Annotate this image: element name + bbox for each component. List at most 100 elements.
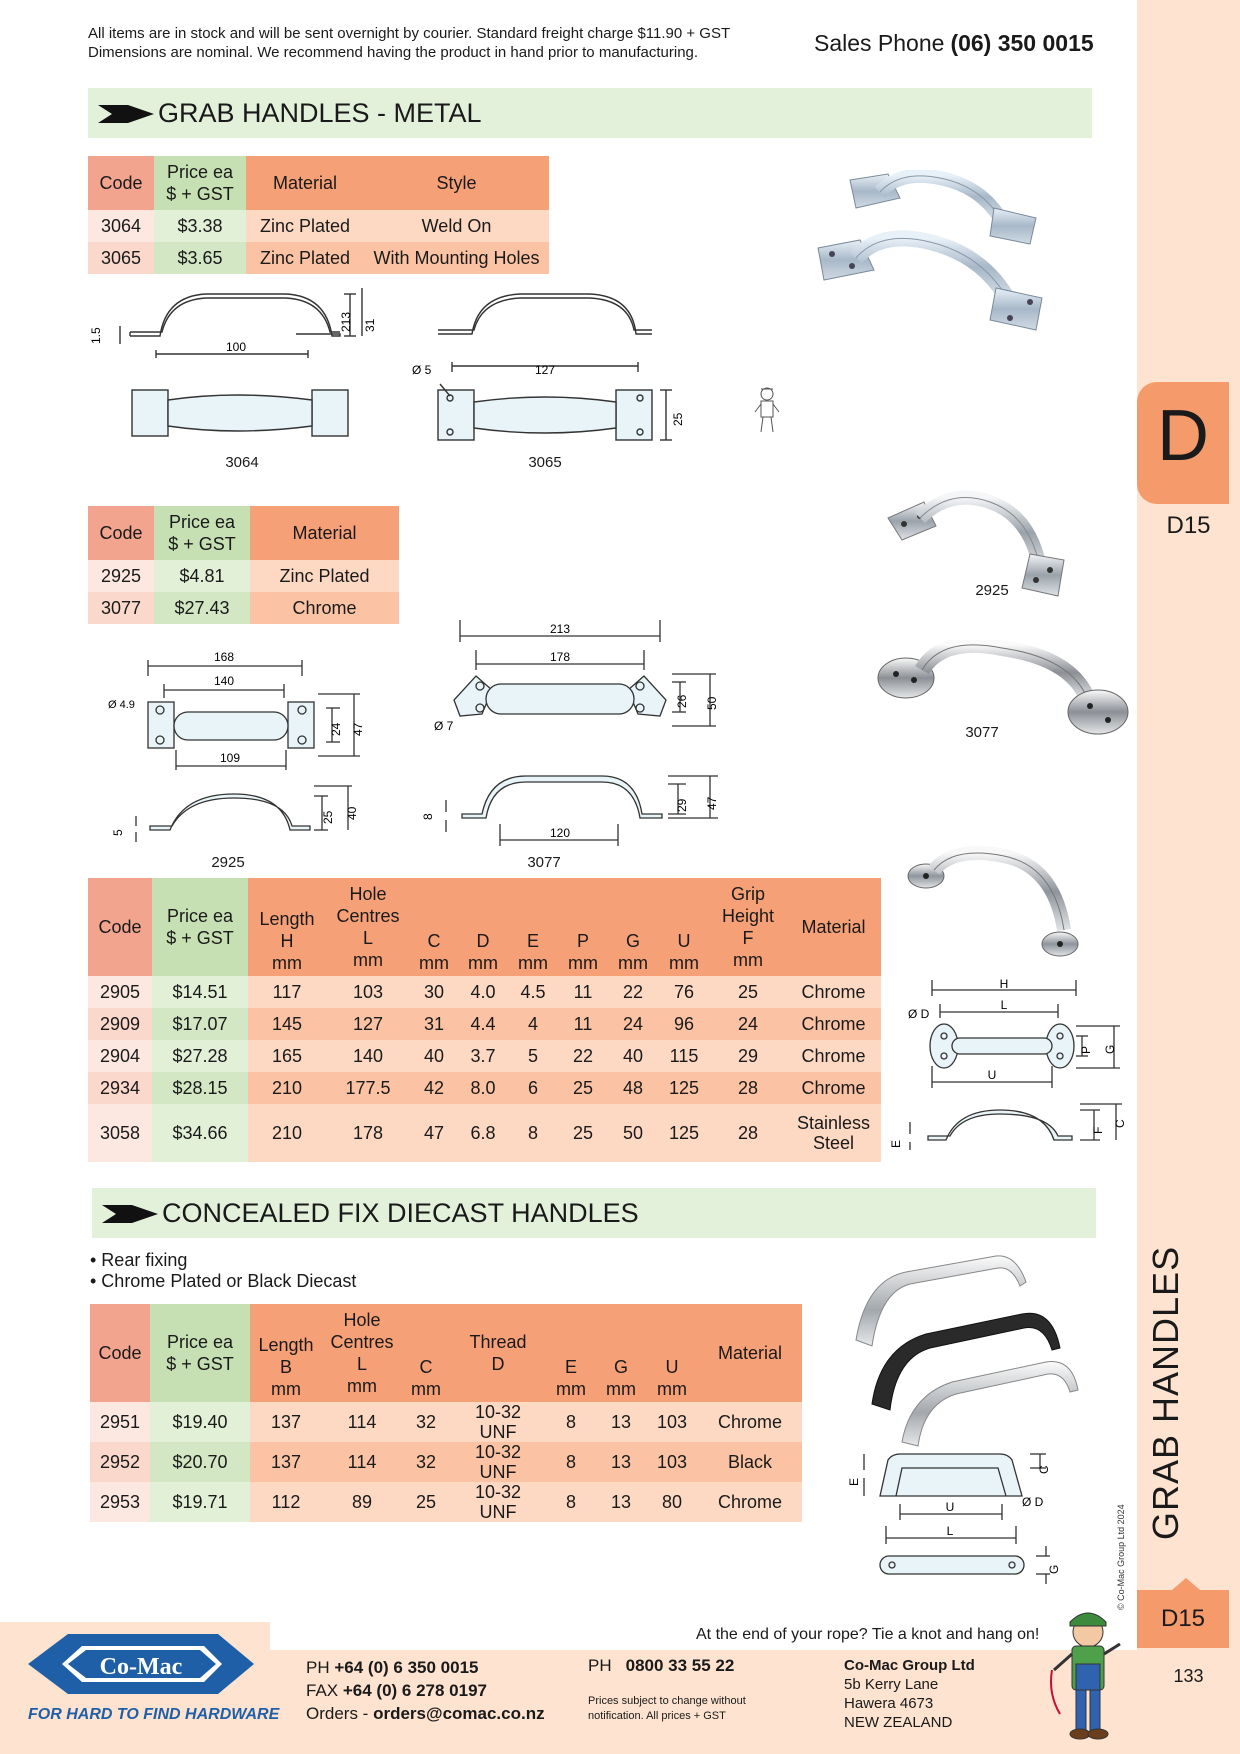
cell-material: Chrome [250, 592, 399, 624]
section-tab-letter: D [1157, 396, 1209, 476]
dim-u-diecast: U [946, 1500, 955, 1514]
dim-213-3077: 213 [550, 622, 570, 636]
cell-length-b: 137 [250, 1402, 322, 1442]
cell-price: $19.71 [150, 1482, 250, 1522]
cell-material: Chrome [698, 1482, 802, 1522]
cell-u: 80 [646, 1482, 698, 1522]
grab-handles-metal-photo [817, 170, 1043, 331]
cell-p: 25 [558, 1072, 608, 1104]
col-header-c: C mm [410, 878, 458, 976]
cell-e: 4.5 [508, 976, 558, 1008]
cell-g: 24 [608, 1008, 658, 1040]
cell-code: 2952 [90, 1442, 150, 1482]
cell-grip-height: 29 [710, 1040, 786, 1072]
col-header-material: Material [786, 878, 881, 976]
cell-code: 3058 [88, 1104, 152, 1162]
ph2-label: PH [588, 1656, 612, 1675]
cell-thread: 10-32 UNF [450, 1482, 546, 1522]
col-header-e: E mm [546, 1304, 596, 1402]
cell-length-b: 112 [250, 1482, 322, 1522]
col-header-price: Price ea $ + GST [152, 878, 248, 976]
cell-thread: 10-32 UNF [450, 1442, 546, 1482]
cell-d: 8.0 [458, 1072, 508, 1104]
col-header-grip-height: Grip Height F mm [710, 878, 786, 976]
cell-p: 11 [558, 1008, 608, 1040]
cell-material: Black [698, 1442, 802, 1482]
photo-label-2925: 2925 [975, 582, 1009, 599]
drawing-3077: 213 178 26 50 Ø 7 8 29 47 120 [421, 620, 719, 846]
table-row: 3065 $3.65 Zinc Plated With Mounting Hol… [88, 242, 549, 274]
cell-e: 8 [546, 1402, 596, 1442]
orders-email[interactable]: orders@comac.co.nz [373, 1704, 545, 1723]
disclaimer-line-1: Prices subject to change without [588, 1695, 746, 1707]
dim-31: 31 [363, 318, 377, 332]
logo-wordmark: Co-Mac [100, 1654, 183, 1680]
company-name: Co-Mac Group Ltd [844, 1657, 975, 1674]
dim-29: 29 [675, 798, 689, 812]
cell-hole-centres: 103 [326, 976, 410, 1008]
cell-c: 31 [410, 1008, 458, 1040]
mascot-sketch-icon [754, 387, 780, 433]
cell-g: 48 [608, 1072, 658, 1104]
footer-tagline: At the end of your rope? Tie a knot and … [696, 1626, 1040, 1643]
contact-details: PH +64 (0) 6 350 0015 FAX +64 (0) 6 278 … [306, 1656, 545, 1725]
sales-phone: Sales Phone(06) 350 0015 [814, 30, 1094, 57]
notice-line-2: Dimensions are nominal. We recommend hav… [88, 44, 699, 61]
cell-grip-height: 28 [710, 1072, 786, 1104]
cell-material: Chrome [786, 1040, 881, 1072]
cell-d: 4.4 [458, 1008, 508, 1040]
cell-material: Zinc Plated [246, 210, 364, 242]
section-title: GRAB HANDLES - METAL [158, 98, 482, 128]
col-header-length-b: Length B mm [250, 1304, 322, 1402]
page-code-bottom: D15 [1160, 1605, 1206, 1632]
col-header-p: P mm [558, 878, 608, 976]
section-tab[interactable] [1137, 382, 1229, 504]
cell-style: Weld On [364, 210, 549, 242]
cell-p: 22 [558, 1040, 608, 1072]
cell-g: 13 [596, 1402, 646, 1442]
dim-24: 24 [329, 722, 343, 736]
copyright: © Co-Mac Group Ltd 2024 [1116, 1504, 1126, 1610]
figure-label-3077: 3077 [527, 854, 561, 871]
col-header-c: C mm [402, 1304, 450, 1402]
cell-price: $4.81 [154, 560, 250, 592]
table-2925-3077: Code Price ea $ + GST Material 2925 $4.8… [88, 506, 399, 624]
photo-label-3077: 3077 [965, 724, 999, 741]
cell-u: 125 [658, 1072, 710, 1104]
col-header-code: Code [88, 156, 154, 210]
col-header-code: Code [88, 878, 152, 976]
cell-code: 3064 [88, 210, 154, 242]
co-mac-logo[interactable]: Co-Mac [28, 1630, 254, 1704]
page-code-pointer [1172, 1578, 1200, 1590]
cell-c: 42 [410, 1072, 458, 1104]
cell-g: 13 [596, 1442, 646, 1482]
section-heading-grab-handles-metal: GRAB HANDLES - METAL [88, 88, 1092, 138]
ph-number[interactable]: +64 (0) 6 350 0015 [334, 1658, 479, 1677]
dim-e: E [889, 1140, 903, 1148]
cell-e: 8 [546, 1482, 596, 1522]
freephone: PH 0800 33 55 22 [588, 1656, 734, 1676]
cell-p: 11 [558, 976, 608, 1008]
cell-c: 40 [410, 1040, 458, 1072]
cell-price: $27.28 [152, 1040, 248, 1072]
cell-hole-centres: 178 [326, 1104, 410, 1162]
dim-hole-7: Ø 7 [434, 719, 454, 733]
cell-code: 2909 [88, 1008, 152, 1040]
cell-e: 5 [508, 1040, 558, 1072]
drawing-diecast-handle: E C Ø D U L G [847, 1453, 1061, 1584]
ph2-number[interactable]: 0800 33 55 22 [625, 1656, 735, 1675]
cell-hole-centres: 177.5 [326, 1072, 410, 1104]
dim-178: 178 [550, 650, 570, 664]
cell-u: 115 [658, 1040, 710, 1072]
table-row: 2925 $4.81 Zinc Plated [88, 560, 399, 592]
sales-phone-number: (06) 350 0015 [950, 30, 1094, 56]
cell-material: Chrome [786, 976, 881, 1008]
cell-price: $3.38 [154, 210, 246, 242]
dim-120: 120 [550, 826, 570, 840]
photo-3077 [877, 640, 1129, 735]
drawing-3065: Ø 5 127 25 [412, 293, 685, 441]
